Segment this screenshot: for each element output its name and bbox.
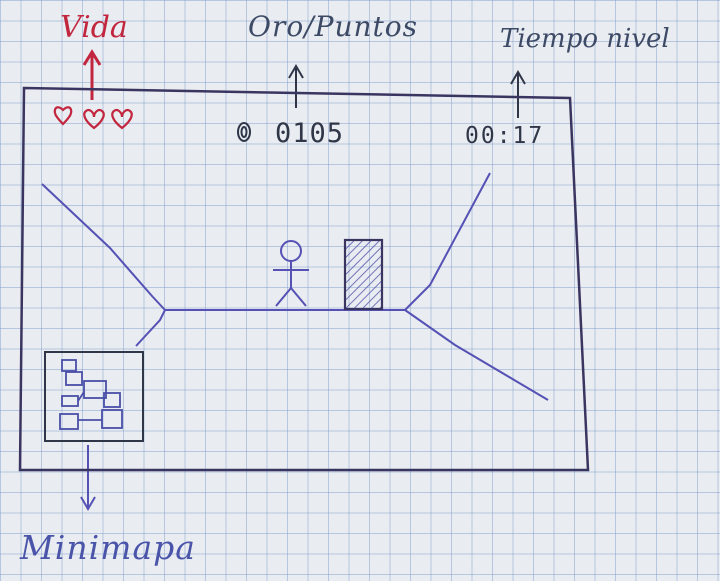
- minimap-room: [65, 371, 83, 386]
- annotation-minimapa: Minimapa: [20, 528, 196, 567]
- stick-figure-player: [273, 240, 309, 307]
- game-screen-frame: [18, 86, 590, 472]
- annotation-oro-puntos: Oro/Puntos: [248, 10, 419, 43]
- hearts-group: [53, 106, 133, 130]
- minimap-room: [101, 409, 123, 429]
- annotation-vida: Vida: [60, 10, 128, 45]
- minimap-widget: [44, 351, 144, 442]
- minimap-room: [83, 380, 107, 399]
- door-icon: [343, 238, 384, 311]
- tiempo-nivel-arrow: [510, 70, 526, 118]
- corridor-perspective: [41, 172, 549, 401]
- heart-icon: [111, 109, 133, 130]
- gold-points-counter: 0105: [275, 118, 345, 149]
- minimap-room: [59, 413, 79, 430]
- minimap-room: [103, 392, 121, 408]
- heart-icon: [53, 106, 73, 126]
- minimapa-arrow: [80, 445, 96, 511]
- oro-puntos-arrow: [288, 64, 304, 108]
- level-timer: 00:17: [465, 123, 545, 149]
- heart-icon: [83, 109, 105, 130]
- minimap-room: [61, 395, 79, 407]
- annotation-tiempo-nivel: Tiempo nivel: [500, 24, 670, 54]
- minimap-room: [61, 359, 77, 372]
- vida-arrow: [82, 49, 102, 100]
- coin-icon: [237, 122, 251, 142]
